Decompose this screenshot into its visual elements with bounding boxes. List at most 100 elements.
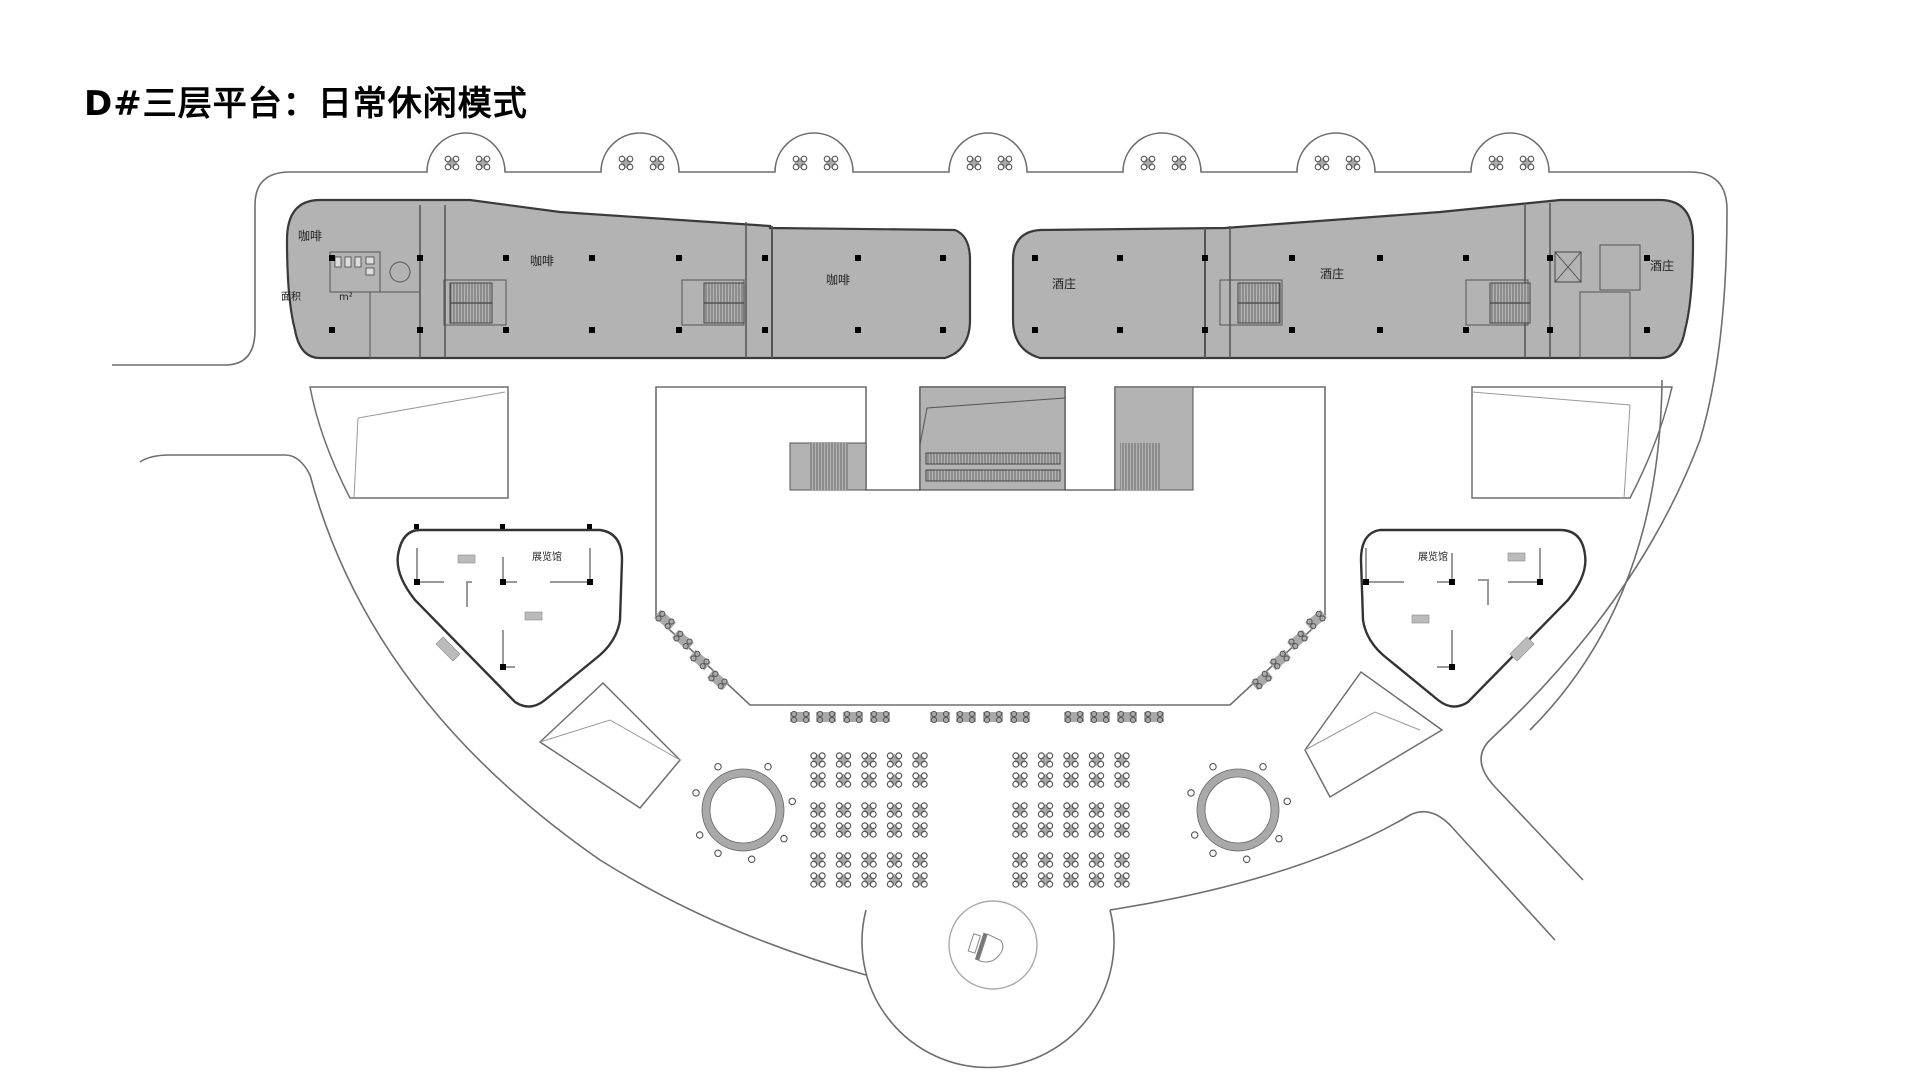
four-seat-table-icon [1012, 852, 1028, 868]
four-seat-table-icon [835, 852, 852, 868]
round-planter [1187, 762, 1291, 863]
seat-icon [1283, 797, 1291, 806]
four-seat-table-icon [475, 155, 491, 171]
four-seat-table-icon [1037, 752, 1054, 768]
structural-column-icon [940, 327, 946, 333]
four-seat-table-icon [886, 752, 903, 768]
platform-arc-right-lower [1109, 810, 1556, 941]
four-seat-table-icon [1037, 872, 1054, 888]
platform-arc-left [309, 474, 867, 976]
four-seat-table-icon [810, 852, 826, 868]
four-seat-table-icon [1088, 752, 1105, 768]
bench-table-icon [1117, 710, 1137, 724]
seat-icon [695, 831, 704, 839]
four-seat-table-icon [823, 155, 839, 171]
four-seat-table-icon [1171, 155, 1187, 171]
four-seat-table-icon [886, 872, 903, 888]
room-label-cafe-east: 咖啡 [826, 272, 850, 287]
seat-icon [788, 797, 796, 806]
seat-icon [780, 834, 788, 843]
four-seat-table-icon [886, 802, 903, 818]
four-seat-table-icon [1063, 852, 1079, 868]
four-seat-table-icon [835, 772, 852, 788]
seat-icon [692, 789, 700, 797]
four-seat-table-icon [886, 852, 903, 868]
seat-icon [1209, 762, 1217, 771]
four-seat-table-icon [1063, 872, 1079, 888]
four-seat-table-icon [1488, 155, 1504, 171]
room-label-winery-west: 酒庄 [1052, 276, 1076, 291]
four-seat-table-icon [835, 872, 852, 888]
seat-icon [1242, 855, 1251, 863]
four-seat-table-icon [861, 822, 877, 838]
restroom-block [1599, 244, 1641, 291]
area-label: 面积 [281, 291, 301, 303]
seat-icon [1259, 762, 1267, 771]
room-label-winery-main: 酒庄 [1320, 266, 1344, 281]
void-left-upper [309, 386, 509, 499]
four-seat-table-icon [1012, 822, 1028, 838]
seat-icon [714, 762, 722, 771]
four-seat-table-icon [810, 802, 826, 818]
structural-column-icon [676, 255, 682, 261]
escalator-icon [443, 279, 507, 326]
bench-table-icon [707, 669, 729, 691]
four-seat-table-icon [1012, 772, 1028, 788]
building-left-shell [285, 198, 972, 360]
structural-column-icon [1547, 255, 1553, 261]
structural-column-icon [940, 255, 946, 261]
structural-column-icon [855, 327, 861, 333]
road-left-upper [139, 454, 311, 476]
seat-icon [1275, 834, 1283, 843]
seat-icon [764, 762, 772, 771]
seat-icon [747, 855, 756, 863]
structural-column-icon [1117, 327, 1123, 333]
page-title: D#三层平台：日常休闲模式 [84, 84, 528, 124]
four-seat-table-icon [1012, 802, 1028, 818]
bench-table-icon [1305, 609, 1327, 631]
round-planter [692, 762, 796, 863]
bench-table-icon [1287, 629, 1309, 651]
structural-column-icon [1117, 255, 1123, 261]
stage-arc [861, 909, 1115, 1069]
four-seat-table-icon [1088, 772, 1105, 788]
seat-icon [714, 849, 722, 858]
bench-table-icon [930, 710, 950, 724]
restroom-block [329, 251, 381, 293]
four-seat-table-icon [444, 155, 460, 171]
four-seat-table-icon [912, 772, 928, 788]
four-seat-table-icon [861, 772, 877, 788]
four-seat-table-icon [886, 822, 903, 838]
bench-table-icon [1144, 710, 1164, 724]
escalator-core [789, 386, 1194, 491]
structural-column-icon [1644, 327, 1650, 333]
four-seat-table-icon [1063, 772, 1079, 788]
four-seat-table-icon [861, 802, 877, 818]
four-seat-table-icon [1012, 872, 1028, 888]
four-seat-table-icon [912, 752, 928, 768]
round-planters [692, 762, 1291, 863]
structural-column-icon [503, 255, 509, 261]
four-seat-table-icon [912, 852, 928, 868]
four-seat-table-icon [1114, 772, 1130, 788]
structural-column-icon [503, 327, 509, 333]
four-seat-table-icon [861, 852, 877, 868]
building-right-shell [1011, 198, 1695, 360]
four-seat-table-icon [1037, 852, 1054, 868]
bench-table-icon [689, 649, 711, 671]
room-label-cafe-west: 咖啡 [298, 228, 322, 243]
four-seat-table-icon [1088, 802, 1105, 818]
four-seat-table-icon [997, 155, 1013, 171]
terrace-bumps [444, 155, 1535, 171]
void-right-upper [1471, 386, 1673, 499]
escalator-icon [1465, 279, 1531, 326]
structural-column-icon [1547, 327, 1553, 333]
bench-table-icon [1064, 710, 1084, 724]
structural-column-icon [1202, 327, 1208, 333]
structural-column-icon [589, 327, 595, 333]
four-seat-table-icon [861, 752, 877, 768]
four-seat-table-icon [886, 772, 903, 788]
bench-table-icon [843, 710, 863, 724]
exhibition-hall-label: 展览馆 [1418, 550, 1448, 563]
